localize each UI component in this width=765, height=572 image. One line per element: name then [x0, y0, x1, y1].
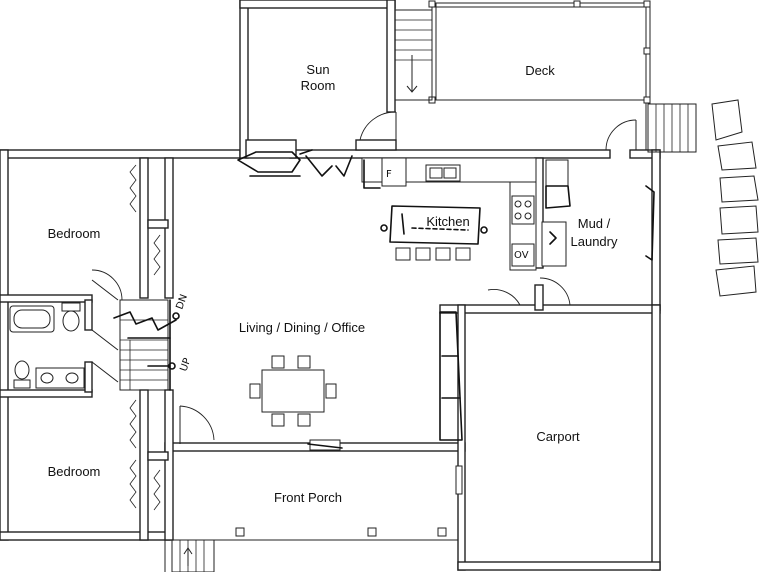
bathroom-fixtures	[9, 302, 85, 389]
fridge-label: F	[386, 169, 392, 180]
mud-laundry-label-line2: Laundry	[571, 234, 618, 249]
deck-label: Deck	[525, 63, 555, 78]
exterior-walls	[0, 149, 661, 541]
stair-down-note: DN	[174, 293, 190, 311]
sun-room-label-line2: Room	[301, 78, 336, 93]
french-doors	[305, 155, 353, 177]
stair-up-note: UP	[178, 357, 193, 373]
stairs	[113, 299, 180, 391]
kitchen-island	[380, 205, 488, 261]
living-window	[307, 439, 343, 451]
laundry-fixtures	[541, 159, 655, 267]
bedroom-top-label: Bedroom	[48, 226, 101, 241]
bedroom-bottom-label: Bedroom	[48, 464, 101, 479]
interior-walls	[0, 157, 661, 572]
doors	[91, 111, 637, 444]
mud-laundry-label-line1: Mud /	[578, 216, 611, 231]
closet-marks	[129, 164, 161, 511]
front-porch-label: Front Porch	[274, 490, 342, 505]
porch-posts	[235, 465, 463, 537]
oven-label: OV	[514, 250, 529, 261]
deck-outline	[394, 0, 697, 153]
carport-label: Carport	[536, 429, 580, 444]
built-in-shelving	[439, 311, 463, 441]
stepping-stones	[711, 99, 759, 297]
living-dining-office-label: Living / Dining / Office	[239, 320, 365, 335]
kitchen-fixtures	[361, 157, 537, 271]
fireplace	[237, 139, 313, 177]
kitchen-label: Kitchen	[426, 214, 469, 229]
sun-room-label-line1: Sun	[306, 62, 329, 77]
dining-table	[249, 355, 337, 427]
porch-stairs	[171, 539, 215, 572]
